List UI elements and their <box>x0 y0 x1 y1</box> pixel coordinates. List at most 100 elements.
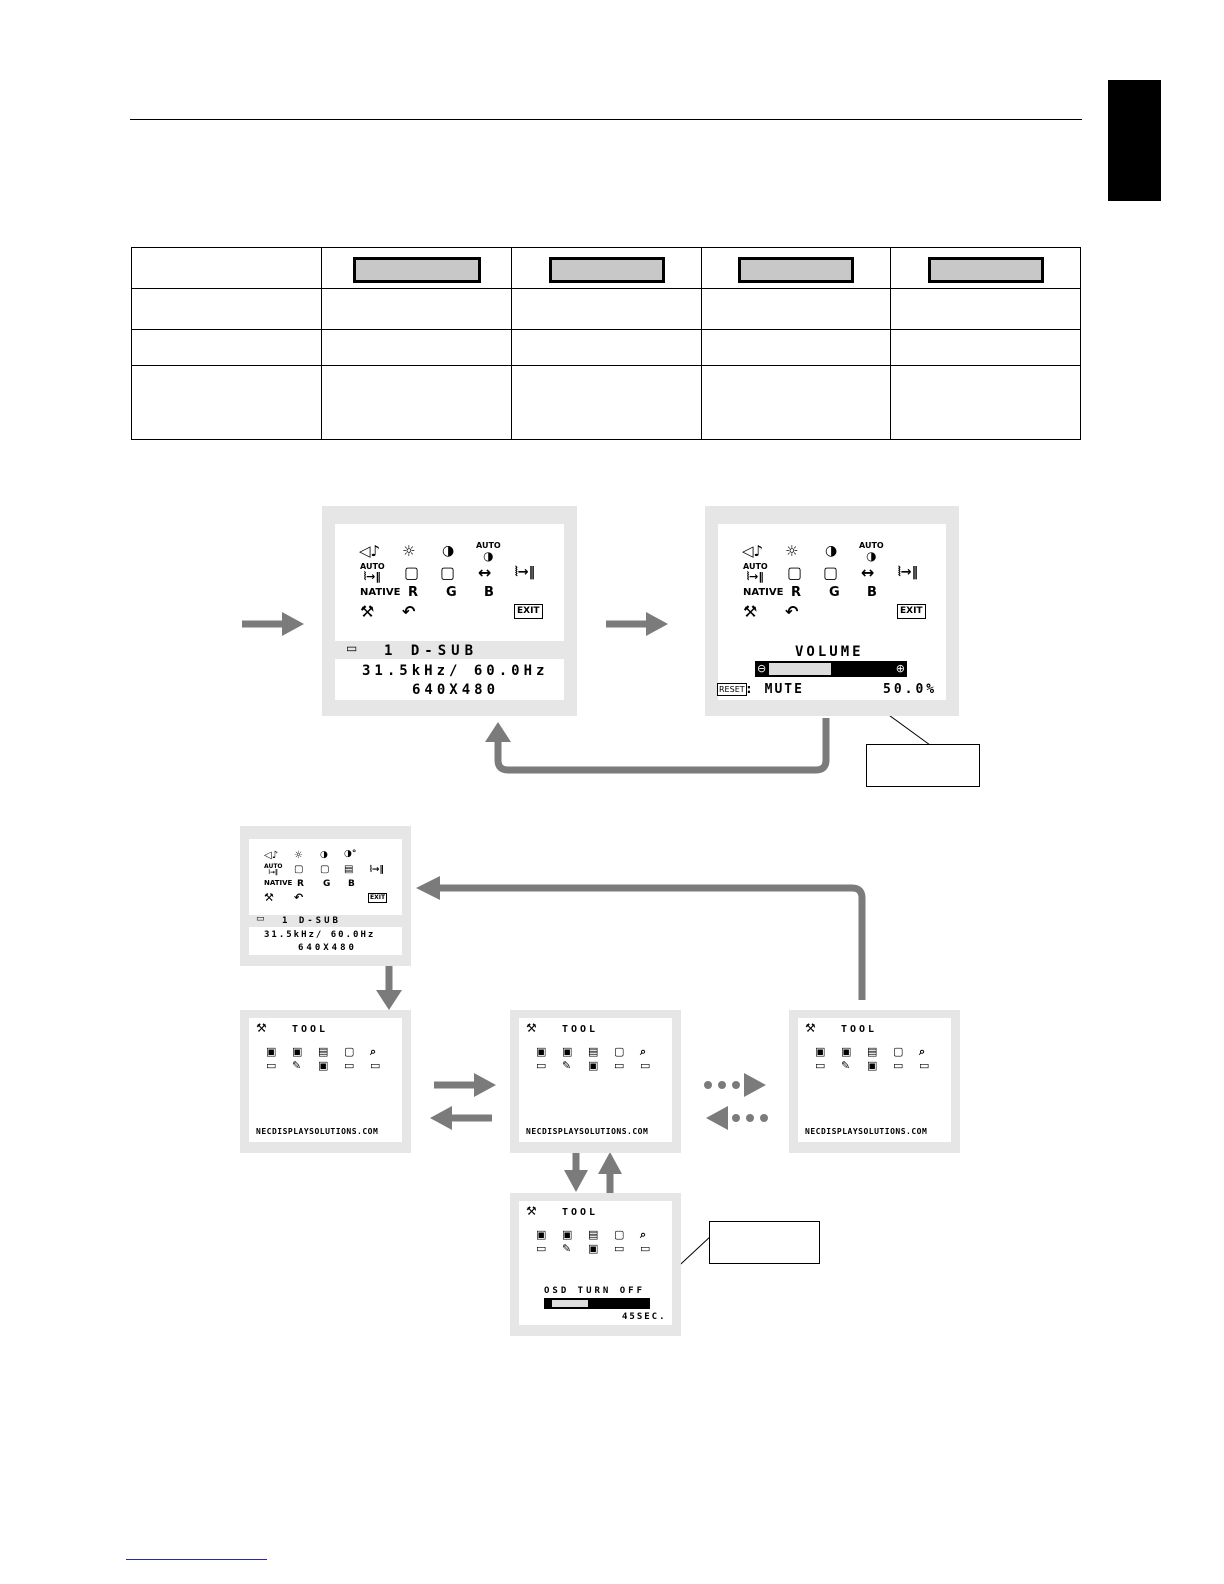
contrast-icon: ◑ <box>320 850 328 860</box>
brightness-icon: ☼ <box>785 542 799 560</box>
callout-box-volume <box>866 744 980 787</box>
hot-key-icon: ✎ <box>292 1059 302 1072</box>
resolution-notifier-icon: ▭ <box>536 1059 547 1072</box>
osd-timer-icon: ▣ <box>292 1045 303 1058</box>
green-icon: G <box>829 585 840 600</box>
osd-timer-icon: ▣ <box>562 1228 573 1241</box>
factory-preset-icon: ▣ <box>588 1242 599 1255</box>
website-label: NECDISPLAYSOLUTIONS.COM <box>805 1127 928 1136</box>
tool-icon: ⚒ <box>360 602 375 621</box>
language-icon: ▣ <box>815 1045 826 1058</box>
osd-tool-screen-3: ⚒TOOL▣▣▤▢⌕▭✎▣▭▭NECDISPLAYSOLUTIONS.COM <box>789 1010 960 1153</box>
tool-title: TOOL <box>562 1024 599 1035</box>
osd-turn-off-slider-fill <box>552 1300 588 1307</box>
blue-icon: B <box>867 585 877 600</box>
plus-icon: ⊕ <box>895 662 905 675</box>
red-icon: R <box>297 879 304 889</box>
language-tab <box>1108 80 1161 201</box>
vga-connector-icon: ▭ <box>256 914 265 924</box>
volume-title: VOLUME <box>795 644 864 660</box>
fine-icon: ⦚→‖ <box>370 865 384 875</box>
down-up-icon: ▢ <box>440 563 456 582</box>
osd-lock-icon: ▤ <box>318 1045 329 1058</box>
resolution-readout: 640X480 <box>298 943 357 953</box>
osd-turn-off-label: OSD TURN OFF <box>544 1286 646 1296</box>
hot-key-icon: ✎ <box>841 1059 851 1072</box>
language-icon: ▣ <box>536 1228 547 1241</box>
osd-lock-icon: ▤ <box>588 1045 599 1058</box>
osd-turn-off-slider[interactable] <box>544 1298 650 1309</box>
h-size-icon: ↔ <box>861 563 875 582</box>
left-right-icon: ▢ <box>294 864 304 875</box>
osd-main-screen-small: ◁♪ ☼ ◑ ◑° AUTO⦚→‖ ▢ ▢ ▤ ⦚→‖ NATIVE R G B… <box>240 826 411 966</box>
input-label: 1 D-SUB <box>282 916 341 926</box>
auto-contrast-icon: ◑° <box>344 849 357 859</box>
red-icon: R <box>408 585 419 600</box>
osd-volume-screen: ◁♪ ☼ ◑ AUTO◑ AUTO⦚→‖ ▢ ▢ ↔ ⦚→‖ NATIVE R … <box>705 506 959 716</box>
key-button-4 <box>927 257 1044 283</box>
resolution-notifier-icon: ▭ <box>266 1059 277 1072</box>
tool-icon: ⚒ <box>264 891 274 904</box>
minus-icon: ⊖ <box>757 662 767 675</box>
exit-icon: ▭ <box>370 1059 381 1072</box>
arrow-tool-return <box>438 884 866 1000</box>
hot-key-icon: ✎ <box>562 1242 572 1255</box>
osd-timer-icon: ▣ <box>841 1045 852 1058</box>
factory-preset-icon: ↶ <box>785 602 799 621</box>
header-rule <box>130 119 1082 120</box>
exit-icon: ▭ <box>640 1242 651 1255</box>
language-icon: ▣ <box>266 1045 277 1058</box>
factory-preset-icon: ↶ <box>294 891 304 904</box>
left-right-icon: ▢ <box>787 563 803 582</box>
osd-main-screen: ◁♪ ☼ ◑ AUTO◑ AUTO⦚→‖ ▢ ▢ ↔ ⦚→‖ NATIVE R … <box>322 506 577 716</box>
tool-title: TOOL <box>841 1024 878 1035</box>
tool-icon: ⚒ <box>743 602 758 621</box>
native-icon: NATIVE <box>743 587 784 598</box>
brightness-icon: ☼ <box>402 542 416 560</box>
reset-icon: RESET <box>717 683 747 696</box>
callout-box-osd-turn-off <box>709 1221 820 1264</box>
left-right-icon: ▢ <box>404 563 420 582</box>
green-icon: G <box>446 585 457 600</box>
resolution-notifier-icon: ▭ <box>815 1059 826 1072</box>
expansion-icon: ▭ <box>344 1059 355 1072</box>
exit-icon: EXIT <box>514 604 543 619</box>
input-label: 1 D-SUB <box>384 643 479 659</box>
native-icon: NATIVE <box>264 879 293 887</box>
key-button-3 <box>738 257 854 283</box>
tool-title: TOOL <box>292 1024 329 1035</box>
factory-preset-icon: ↶ <box>402 602 416 621</box>
factory-preset-icon: ▣ <box>867 1059 878 1072</box>
auto-adjust-icon: AUTO⦚→‖ <box>360 562 385 583</box>
tool-icon: ⚒ <box>805 1021 816 1035</box>
expansion-icon: ▭ <box>893 1059 904 1072</box>
brightness-icon: ☼ <box>294 850 303 861</box>
key-button-2 <box>548 257 665 283</box>
down-up-icon: ▢ <box>320 864 330 875</box>
volume-slider-fill <box>769 663 831 675</box>
website-label: NECDISPLAYSOLUTIONS.COM <box>526 1127 649 1136</box>
resolution-notifier-icon: ▭ <box>536 1242 547 1255</box>
monitor-info-icon: ⌕ <box>370 1045 377 1058</box>
volume-icon: ◁♪ <box>742 542 764 560</box>
factory-preset-icon: ▣ <box>588 1059 599 1072</box>
volume-slider[interactable]: ⊖ ⊕ <box>755 661 907 677</box>
osd-tool-screen-2: ⚒TOOL▣▣▤▢⌕▭✎▣▭▭NECDISPLAYSOLUTIONS.COM <box>510 1010 681 1153</box>
contrast-icon: ◑ <box>442 543 455 559</box>
blue-icon: B <box>484 585 494 600</box>
red-icon: R <box>791 585 802 600</box>
signal-info-icon: ▢ <box>893 1045 904 1058</box>
volume-icon: ◁♪ <box>359 542 381 560</box>
signal-info-icon: ▢ <box>614 1228 625 1241</box>
frequency-readout: 31.5kHz/ 60.0Hz <box>264 930 376 940</box>
control-key-table <box>131 247 1081 440</box>
osd-tool-screen-1: ⚒TOOL▣▣▤▢⌕▭✎▣▭▭NECDISPLAYSOLUTIONS.COM <box>240 1010 411 1153</box>
hot-key-icon: ✎ <box>562 1059 572 1072</box>
osd-turn-off-value: 45SEC. <box>622 1312 667 1322</box>
tool-icon: ⚒ <box>256 1021 267 1035</box>
auto-adjust-icon: AUTO⦚→‖ <box>264 863 283 876</box>
expansion-icon: ▭ <box>614 1059 625 1072</box>
tool-icon: ⚒ <box>526 1204 537 1218</box>
